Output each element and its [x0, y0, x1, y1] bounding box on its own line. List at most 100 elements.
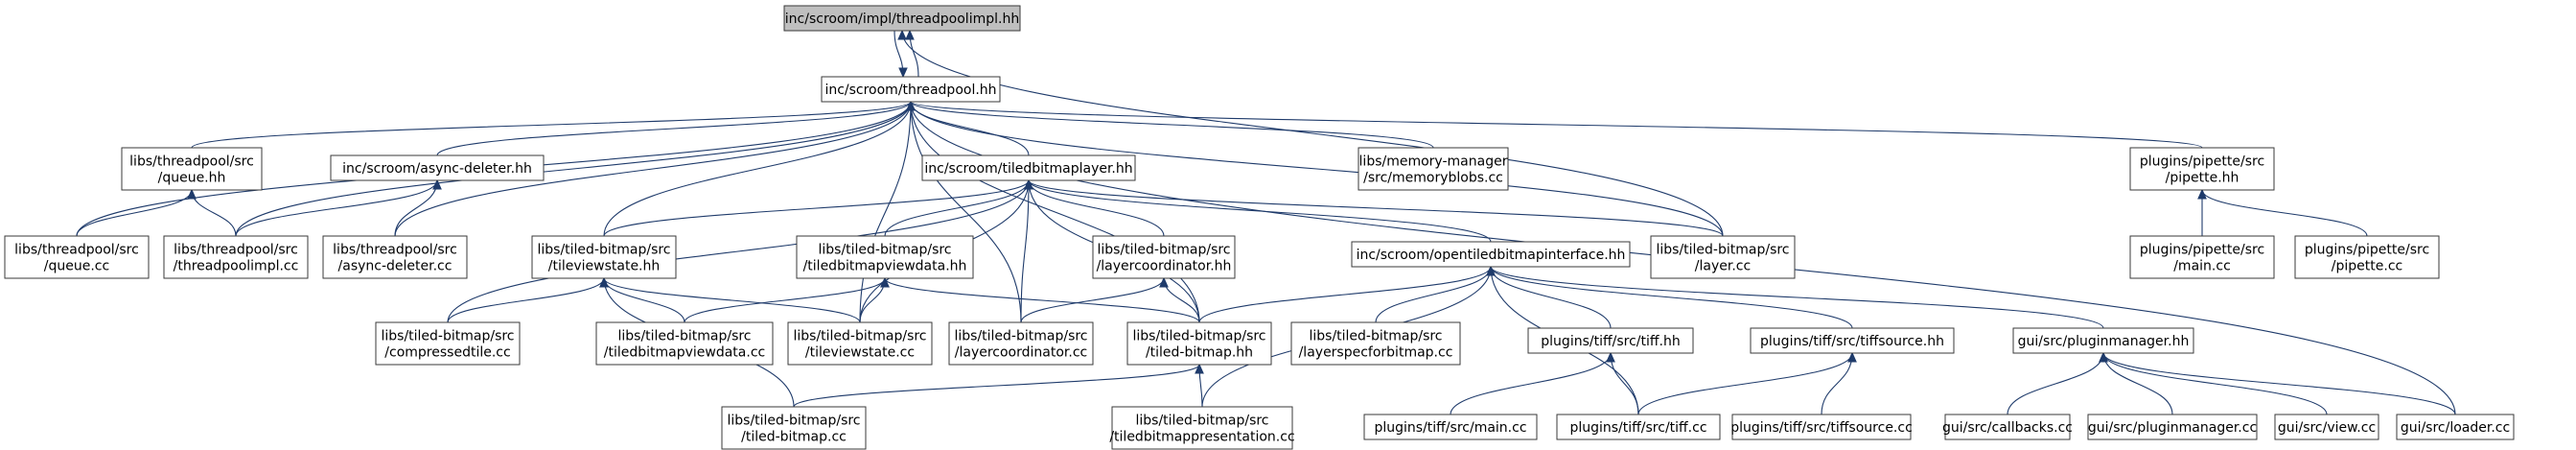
node-box — [1290, 321, 1461, 366]
node-label: libs/tiled-bitmap/src — [1309, 329, 1442, 344]
node-loader[interactable]: gui/src/loader.cc — [2396, 414, 2515, 440]
node-memblobs[interactable]: libs/memory-manager/src/memoryblobs.cc — [1358, 147, 1509, 191]
node-tbvd-hh[interactable]: libs/tiled-bitmap/src/tiledbitmapviewdat… — [796, 235, 974, 279]
edge-n_tpimpl_h-to-n_threadpool — [905, 29, 919, 78]
edge-n_tiffsrc_hh-to-n_tiff_cc — [1637, 351, 1857, 415]
node-label: gui/src/pluginmanager.hh — [2018, 334, 2190, 349]
node-box — [796, 235, 974, 279]
node-tb-cc[interactable]: libs/tiled-bitmap/src/tiled-bitmap.cc — [721, 406, 867, 450]
node-tvs-cc[interactable]: libs/tiled-bitmap/src/tileviewstate.cc — [787, 321, 933, 366]
node-lc-cc[interactable]: libs/tiled-bitmap/src/layercoordinator.c… — [948, 321, 1094, 366]
node-label: libs/tiled-bitmap/src — [617, 329, 751, 344]
node-asyncdel-cc[interactable]: libs/threadpool/src/async-deleter.cc — [322, 235, 468, 279]
node-otbi[interactable]: inc/scroom/opentiledbitmapinterface.hh — [1351, 241, 1631, 268]
node-tpimpl-cc[interactable]: libs/threadpool/src/threadpoolimpl.cc — [163, 235, 309, 279]
edge-n_queue_hh-to-n_tpimpl_cc — [187, 188, 237, 237]
node-label: plugins/pipette/src — [2305, 243, 2429, 258]
node-label: plugins/tiff/src/tiffsource.cc — [1730, 420, 1913, 436]
node-label: libs/threadpool/src — [14, 243, 139, 258]
node-label: gui/src/loader.cc — [2401, 420, 2510, 436]
edge-n_tvs_hh-to-n_ctile — [447, 276, 609, 323]
node-lc-hh[interactable]: libs/tiled-bitmap/src/layercoordinator.h… — [1092, 235, 1236, 279]
edge-n_threadpool-to-n_tpimpl_h — [893, 30, 908, 79]
node-tiff-main[interactable]: plugins/tiff/src/main.cc — [1363, 414, 1538, 440]
node-callbacks[interactable]: gui/src/callbacks.cc — [1942, 414, 2073, 440]
node-box — [921, 154, 1136, 181]
node-layer-cc[interactable]: libs/tiled-bitmap/src/layer.cc — [1650, 235, 1796, 279]
edge-n_tpimpl_h-to-n_layer_cc — [897, 29, 1724, 237]
node-box — [948, 321, 1094, 366]
node-ctile[interactable]: libs/tiled-bitmap/src/compressedtile.cc — [375, 321, 521, 366]
node-box — [121, 147, 263, 191]
node-pm-hh[interactable]: gui/src/pluginmanager.hh — [2012, 327, 2194, 354]
node-label: libs/tiled-bitmap/src — [818, 243, 951, 258]
node-box — [4, 235, 150, 279]
node-box — [1358, 147, 1509, 191]
edge-n_threadpool-to-n_tb_hh — [906, 100, 1200, 323]
node-box — [721, 406, 867, 450]
edge-n_threadpool-to-n_asyncdel_hh — [436, 100, 916, 156]
node-tbvd-cc[interactable]: libs/tiled-bitmap/src/tiledbitmapviewdat… — [595, 321, 774, 366]
node-label: libs/tiled-bitmap/src — [381, 329, 514, 344]
edge-n_pm_hh-to-n_view — [2099, 351, 2328, 415]
edge-n_lc_hh-to-n_tb_hh — [1159, 276, 1200, 323]
node-tbl[interactable]: inc/scroom/tiledbitmaplayer.hh — [921, 154, 1136, 181]
node-pip-cc[interactable]: plugins/pipette/src/pipette.cc — [2294, 235, 2440, 279]
edge-n_pm_hh-to-n_loader — [2099, 351, 2456, 415]
edge-n_threadpool-to-n_lc_cc — [906, 100, 1022, 323]
node-label: libs/tiled-bitmap/src — [1656, 243, 1789, 258]
node-box — [1944, 414, 2071, 440]
node-label: /layercoordinator.hh — [1097, 259, 1232, 274]
node-label: /pipette.hh — [2166, 171, 2239, 186]
node-asyncdel-hh[interactable]: inc/scroom/async-deleter.hh — [330, 154, 545, 181]
node-box — [1363, 414, 1538, 440]
node-queue-cc[interactable]: libs/threadpool/src/queue.cc — [4, 235, 150, 279]
node-pip-main[interactable]: plugins/pipette/src/main.cc — [2129, 235, 2275, 279]
node-label: /tiledbitmappresentation.cc — [1109, 430, 1294, 445]
node-tvs-hh[interactable]: libs/tiled-bitmap/src/tileviewstate.hh — [531, 235, 677, 279]
node-box — [783, 5, 1021, 32]
node-tiff-hh[interactable]: plugins/tiff/src/tiff.hh — [1527, 327, 1694, 354]
node-queue-hh[interactable]: libs/threadpool/src/queue.hh — [121, 147, 263, 191]
node-tpimpl-h[interactable]: inc/scroom/impl/threadpoolimpl.hh — [783, 5, 1021, 32]
node-label: /tileviewstate.hh — [548, 259, 661, 274]
node-label: plugins/tiff/src/main.cc — [1374, 420, 1526, 436]
edge-n_tbl-to-n_tvs_hh — [603, 178, 1033, 237]
node-box — [2129, 147, 2275, 191]
node-label: /src/memoryblobs.cc — [1363, 171, 1503, 186]
node-tiff-cc[interactable]: plugins/tiff/src/tiff.cc — [1556, 414, 1721, 440]
node-tbp-cc[interactable]: libs/tiled-bitmap/src/tiledbitmappresent… — [1109, 406, 1295, 450]
node-box — [1731, 414, 1912, 440]
node-box — [531, 235, 677, 279]
node-label: plugins/tiff/src/tiffsource.hh — [1760, 334, 1944, 349]
node-lsfb[interactable]: libs/tiled-bitmap/src/layerspecforbitmap… — [1290, 321, 1461, 366]
node-box — [1126, 321, 1272, 366]
node-tiffsrc-hh[interactable]: plugins/tiff/src/tiffsource.hh — [1750, 327, 1955, 354]
node-view[interactable]: gui/src/view.cc — [2274, 414, 2379, 440]
node-threadpool[interactable]: inc/scroom/threadpool.hh — [821, 76, 1001, 103]
edge-n_tiff_hh-to-n_tiff_main — [1450, 351, 1615, 415]
node-label: plugins/pipette/src — [2140, 154, 2264, 170]
node-box — [2087, 414, 2258, 440]
node-label: /tiled-bitmap.cc — [741, 430, 847, 445]
edge-n_threadpool-to-n_tvs_cc — [859, 100, 916, 323]
node-label: gui/src/pluginmanager.cc — [2088, 420, 2257, 436]
edge-n_tbvd_hh-to-n_tb_hh — [880, 276, 1200, 323]
node-layer: inc/scroom/impl/threadpoolimpl.hh inc/scr… — [4, 5, 2515, 450]
node-box — [2396, 414, 2515, 440]
node-pipette-hh[interactable]: plugins/pipette/src/pipette.hh — [2129, 147, 2275, 191]
edge-n_pm_hh-to-n_callbacks — [2007, 351, 2108, 415]
node-box — [322, 235, 468, 279]
node-box — [1556, 414, 1721, 440]
node-box — [163, 235, 309, 279]
node-pm-cc[interactable]: gui/src/pluginmanager.cc — [2087, 414, 2258, 440]
node-label: libs/tiled-bitmap/src — [727, 414, 860, 429]
node-box — [787, 321, 933, 366]
node-label: /compressedtile.cc — [384, 345, 510, 361]
edge-n_tvs_hh-to-n_tvs_cc — [599, 276, 861, 323]
edge-n_asyncdel_hh-to-n_asyncdel_cc — [394, 178, 442, 237]
node-tb-hh[interactable]: libs/tiled-bitmap/src/tiled-bitmap.hh — [1126, 321, 1272, 366]
edge-n_threadpool-to-n_pipette_hh — [906, 100, 2203, 149]
node-tiffsrc-cc[interactable]: plugins/tiff/src/tiffsource.cc — [1730, 414, 1913, 440]
node-label: libs/threadpool/src — [129, 154, 254, 170]
